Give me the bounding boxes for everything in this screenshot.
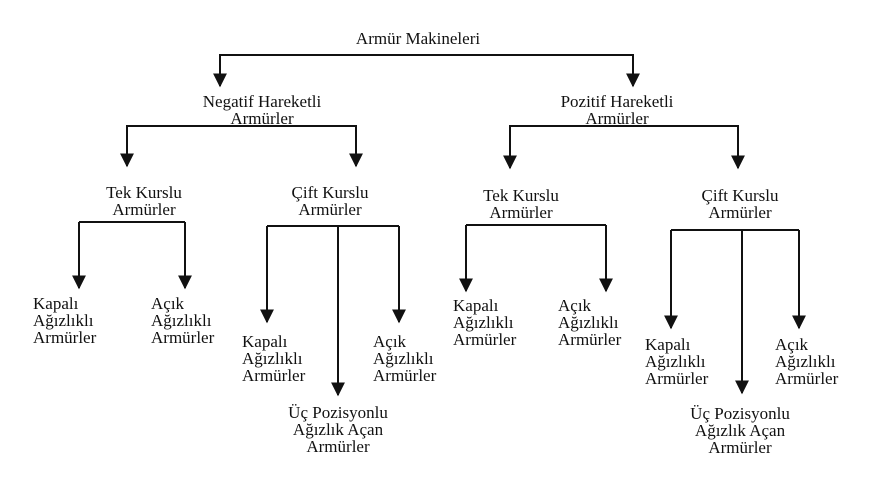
leaf-line3: Armürler (242, 366, 306, 385)
leaf-line1: Kapalı (242, 332, 288, 351)
leaf-line2: Ağızlıklı (373, 349, 434, 368)
root-node: Armür Makineleri (356, 30, 480, 47)
pos-double-three-node: Üç Pozisyonlu Ağızlık Açan Armürler (690, 405, 790, 456)
leaf-line1: Açık (775, 335, 809, 354)
root-label: Armür Makineleri (355, 29, 481, 48)
leaf-line1: Üç Pozisyonlu (288, 403, 388, 422)
neg-single-label-line1: Tek Kurslu (106, 183, 182, 202)
leaf-line1: Kapalı (453, 296, 499, 315)
negative-label-line2: Armürler (230, 109, 294, 128)
leaf-line3: Armürler (708, 438, 772, 457)
leaf-line1: Açık (151, 294, 185, 313)
leaf-line3: Armürler (151, 328, 215, 347)
neg-single-closed-node: Kapalı Ağızlıklı Armürler (33, 295, 96, 346)
pos-single-label-line2: Armürler (489, 203, 553, 222)
leaf-line3: Armürler (645, 369, 709, 388)
leaf-line1: Üç Pozisyonlu (690, 404, 790, 423)
pos-double-open-node: Açık Ağızlıklı Armürler (775, 336, 838, 387)
leaf-line2: Ağızlıklı (558, 313, 619, 332)
leaf-line2: Ağızlık Açan (292, 420, 384, 439)
neg-double-label-line1: Çift Kurslu (291, 183, 369, 202)
leaf-line2: Ağızlıklı (645, 352, 706, 371)
leaf-line2: Ağızlıklı (775, 352, 836, 371)
neg-double-open-node: Açık Ağızlıklı Armürler (373, 333, 436, 384)
leaf-line3: Armürler (33, 328, 97, 347)
leaf-line2: Ağızlıklı (33, 311, 94, 330)
negative-node: Negatif Hareketli Armürler (203, 93, 321, 127)
leaf-line1: Açık (558, 296, 592, 315)
leaf-line3: Armürler (453, 330, 517, 349)
positive-label-line1: Pozitif Hareketli (560, 92, 674, 111)
leaf-line1: Kapalı (645, 335, 691, 354)
neg-single-node: Tek Kurslu Armürler (106, 184, 182, 218)
leaf-line3: Armürler (306, 437, 370, 456)
root-branch (219, 54, 634, 86)
pos-double-label-line1: Çift Kurslu (701, 186, 779, 205)
pos-single-label-line1: Tek Kurslu (483, 186, 559, 205)
leaf-line2: Ağızlıklı (242, 349, 303, 368)
neg-double-closed-node: Kapalı Ağızlıklı Armürler (242, 333, 305, 384)
leaf-line2: Ağızlıklı (151, 311, 212, 330)
leaf-line3: Armürler (775, 369, 839, 388)
neg-single-label-line2: Armürler (112, 200, 176, 219)
leaf-line3: Armürler (558, 330, 622, 349)
pos-single-closed-node: Kapalı Ağızlıklı Armürler (453, 297, 516, 348)
positive-label-line2: Armürler (585, 109, 649, 128)
negative-branch (126, 125, 357, 165)
leaf-line1: Açık (373, 332, 407, 351)
neg-double-three-node: Üç Pozisyonlu Ağızlık Açan Armürler (288, 404, 388, 455)
negative-label-line1: Negatif Hareketli (202, 92, 322, 111)
leaf-line1: Kapalı (33, 294, 79, 313)
leaf-line2: Ağızlıklı (453, 313, 514, 332)
leaf-line2: Ağızlık Açan (694, 421, 786, 440)
positive-node: Pozitif Hareketli Armürler (561, 93, 674, 127)
neg-double-label-line2: Armürler (298, 200, 362, 219)
pos-double-node: Çift Kurslu Armürler (702, 187, 779, 221)
pos-double-label-line2: Armürler (708, 203, 772, 222)
neg-double-node: Çift Kurslu Armürler (292, 184, 369, 218)
pos-single-node: Tek Kurslu Armürler (483, 187, 559, 221)
leaf-line3: Armürler (373, 366, 437, 385)
neg-single-open-node: Açık Ağızlıklı Armürler (151, 295, 214, 346)
positive-branch (509, 125, 739, 167)
pos-double-closed-node: Kapalı Ağızlıklı Armürler (645, 336, 708, 387)
pos-single-open-node: Açık Ağızlıklı Armürler (558, 297, 621, 348)
